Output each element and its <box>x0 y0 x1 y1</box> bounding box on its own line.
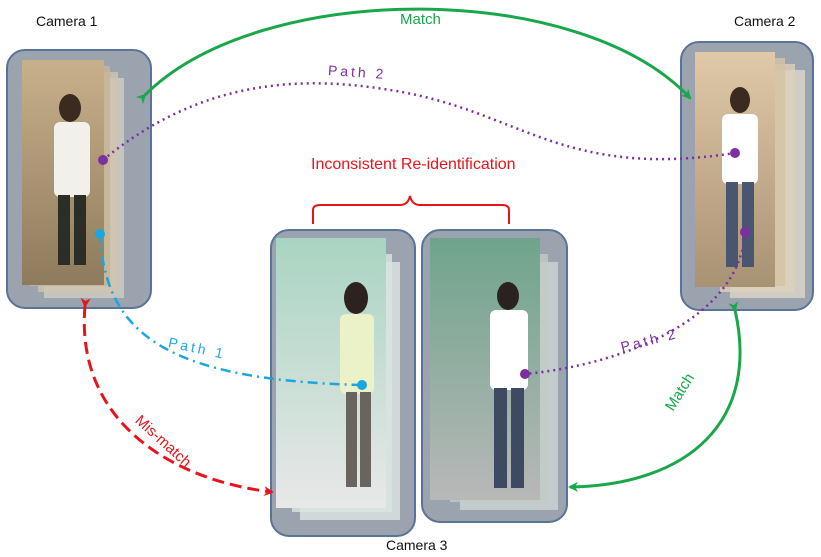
match-arrow-top <box>135 7 692 105</box>
path1-dot-cam3 <box>357 380 367 390</box>
camera1-label: Camera 1 <box>36 13 98 29</box>
path2-dot-cam2-bottom <box>740 227 750 237</box>
match-top-label: Match <box>400 11 441 28</box>
camera3-left-frames <box>270 229 416 537</box>
camera1-frames <box>6 49 152 309</box>
camera3-right-frames <box>421 229 568 523</box>
path2-top-line <box>102 82 736 161</box>
match-arrow-right <box>568 301 742 492</box>
path2-dot-cam1 <box>98 155 108 165</box>
path2-dot-cam2-top <box>730 148 740 158</box>
path1-line <box>98 233 363 387</box>
camera3-label: Camera 3 <box>386 537 448 553</box>
path1-dot-cam1 <box>95 229 105 239</box>
camera2-frames <box>680 41 814 311</box>
inconsistent-label: Inconsistent Re-identification <box>311 156 516 173</box>
inconsistent-brace <box>312 195 510 224</box>
camera2-label: Camera 2 <box>734 13 796 29</box>
mismatch-arrow <box>80 297 274 497</box>
path2-dot-cam3 <box>520 369 530 379</box>
